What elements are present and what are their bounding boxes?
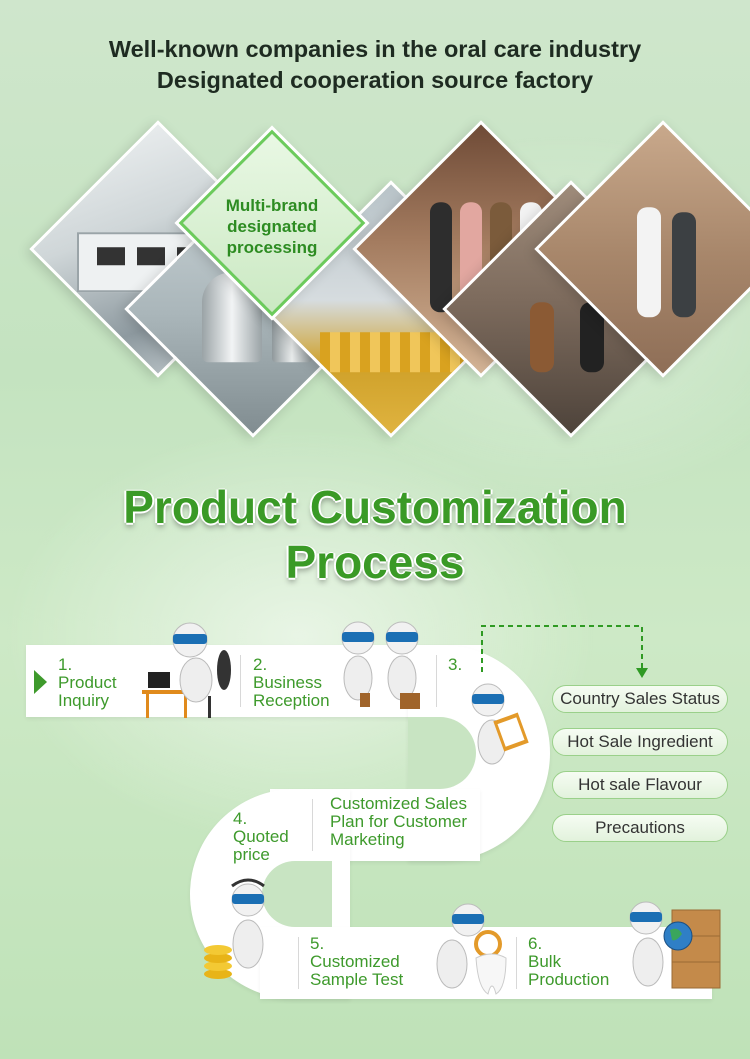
step-6: 6. Bulk Production bbox=[528, 935, 609, 989]
badge-line-3: processing bbox=[226, 238, 318, 257]
step-1-line-2: Inquiry bbox=[58, 691, 110, 710]
option-country-sales-status[interactable]: Country Sales Status bbox=[552, 685, 728, 713]
section-title-line-2: Process bbox=[285, 536, 465, 588]
step-1-number: 1. bbox=[58, 655, 73, 674]
sales-plan-step: Customized Sales Plan for Customer Marke… bbox=[330, 795, 467, 849]
divider-5 bbox=[516, 937, 517, 989]
header-line-1: Well-known companies in the oral care in… bbox=[108, 36, 642, 62]
step-2-line-1: Business bbox=[253, 673, 322, 692]
header-title: Well-known companies in the oral care in… bbox=[0, 34, 750, 96]
divider-4 bbox=[298, 937, 299, 989]
step-5-line-1: Customized bbox=[310, 952, 400, 971]
step-6-line-2: Production bbox=[528, 970, 610, 989]
step-4-number: 4. bbox=[233, 809, 248, 828]
robots-handshake-figure bbox=[341, 621, 420, 709]
divider-1 bbox=[240, 655, 241, 707]
step-2: 2. Business Reception bbox=[253, 656, 330, 710]
arrow-right-icon bbox=[34, 670, 47, 694]
step-5-line-2: Sample Test bbox=[310, 970, 404, 989]
step-3: 3. bbox=[448, 656, 462, 674]
sales-plan-line-1: Customized Sales bbox=[330, 794, 468, 813]
robot-globe-box-figure bbox=[629, 901, 721, 989]
divider-3 bbox=[312, 799, 313, 851]
robot-coins-figure bbox=[204, 878, 265, 979]
step-1: 1. Product Inquiry bbox=[58, 656, 117, 710]
header-line-2: Designated cooperation source factory bbox=[156, 67, 594, 93]
step-4-line-2: price bbox=[233, 845, 270, 864]
step-5-number: 5. bbox=[310, 934, 325, 953]
robot-magnifier-tooth-figure bbox=[436, 903, 507, 995]
step-4-line-1: Quoted bbox=[233, 827, 289, 846]
divider-2 bbox=[436, 655, 437, 707]
option-hot-sale-ingredient[interactable]: Hot Sale Ingredient bbox=[552, 728, 728, 756]
step-1-line-1: Product bbox=[58, 673, 117, 692]
robot-computer-figure bbox=[142, 622, 231, 718]
step-2-line-2: Reception bbox=[253, 691, 330, 710]
step-3-number: 3. bbox=[448, 655, 463, 674]
step-6-number: 6. bbox=[528, 934, 543, 953]
sales-plan-line-2: Plan for Customer bbox=[330, 812, 467, 831]
sales-plan-line-3: Marketing bbox=[330, 830, 405, 849]
section-title: Product Customization Process bbox=[0, 480, 750, 590]
dashed-arrow-icon bbox=[481, 625, 648, 678]
track-cutout-1 bbox=[408, 717, 476, 789]
option-precautions[interactable]: Precautions bbox=[552, 814, 728, 842]
step-5: 5. Customized Sample Test bbox=[310, 935, 403, 989]
step-6-line-1: Bulk bbox=[528, 952, 562, 971]
step-4: 4. Quoted price bbox=[233, 810, 289, 864]
badge-line-1: Multi-brand bbox=[225, 196, 319, 215]
section-title-line-1: Product Customization bbox=[123, 481, 627, 533]
step-2-number: 2. bbox=[253, 655, 268, 674]
robot-clipboard-figure bbox=[471, 683, 529, 765]
track-cutout-2 bbox=[262, 861, 332, 927]
option-hot-sale-flavour[interactable]: Hot sale Flavour bbox=[552, 771, 728, 799]
badge-line-2: designated bbox=[227, 217, 317, 236]
badge-text: Multi-brand designated processing bbox=[210, 195, 334, 258]
